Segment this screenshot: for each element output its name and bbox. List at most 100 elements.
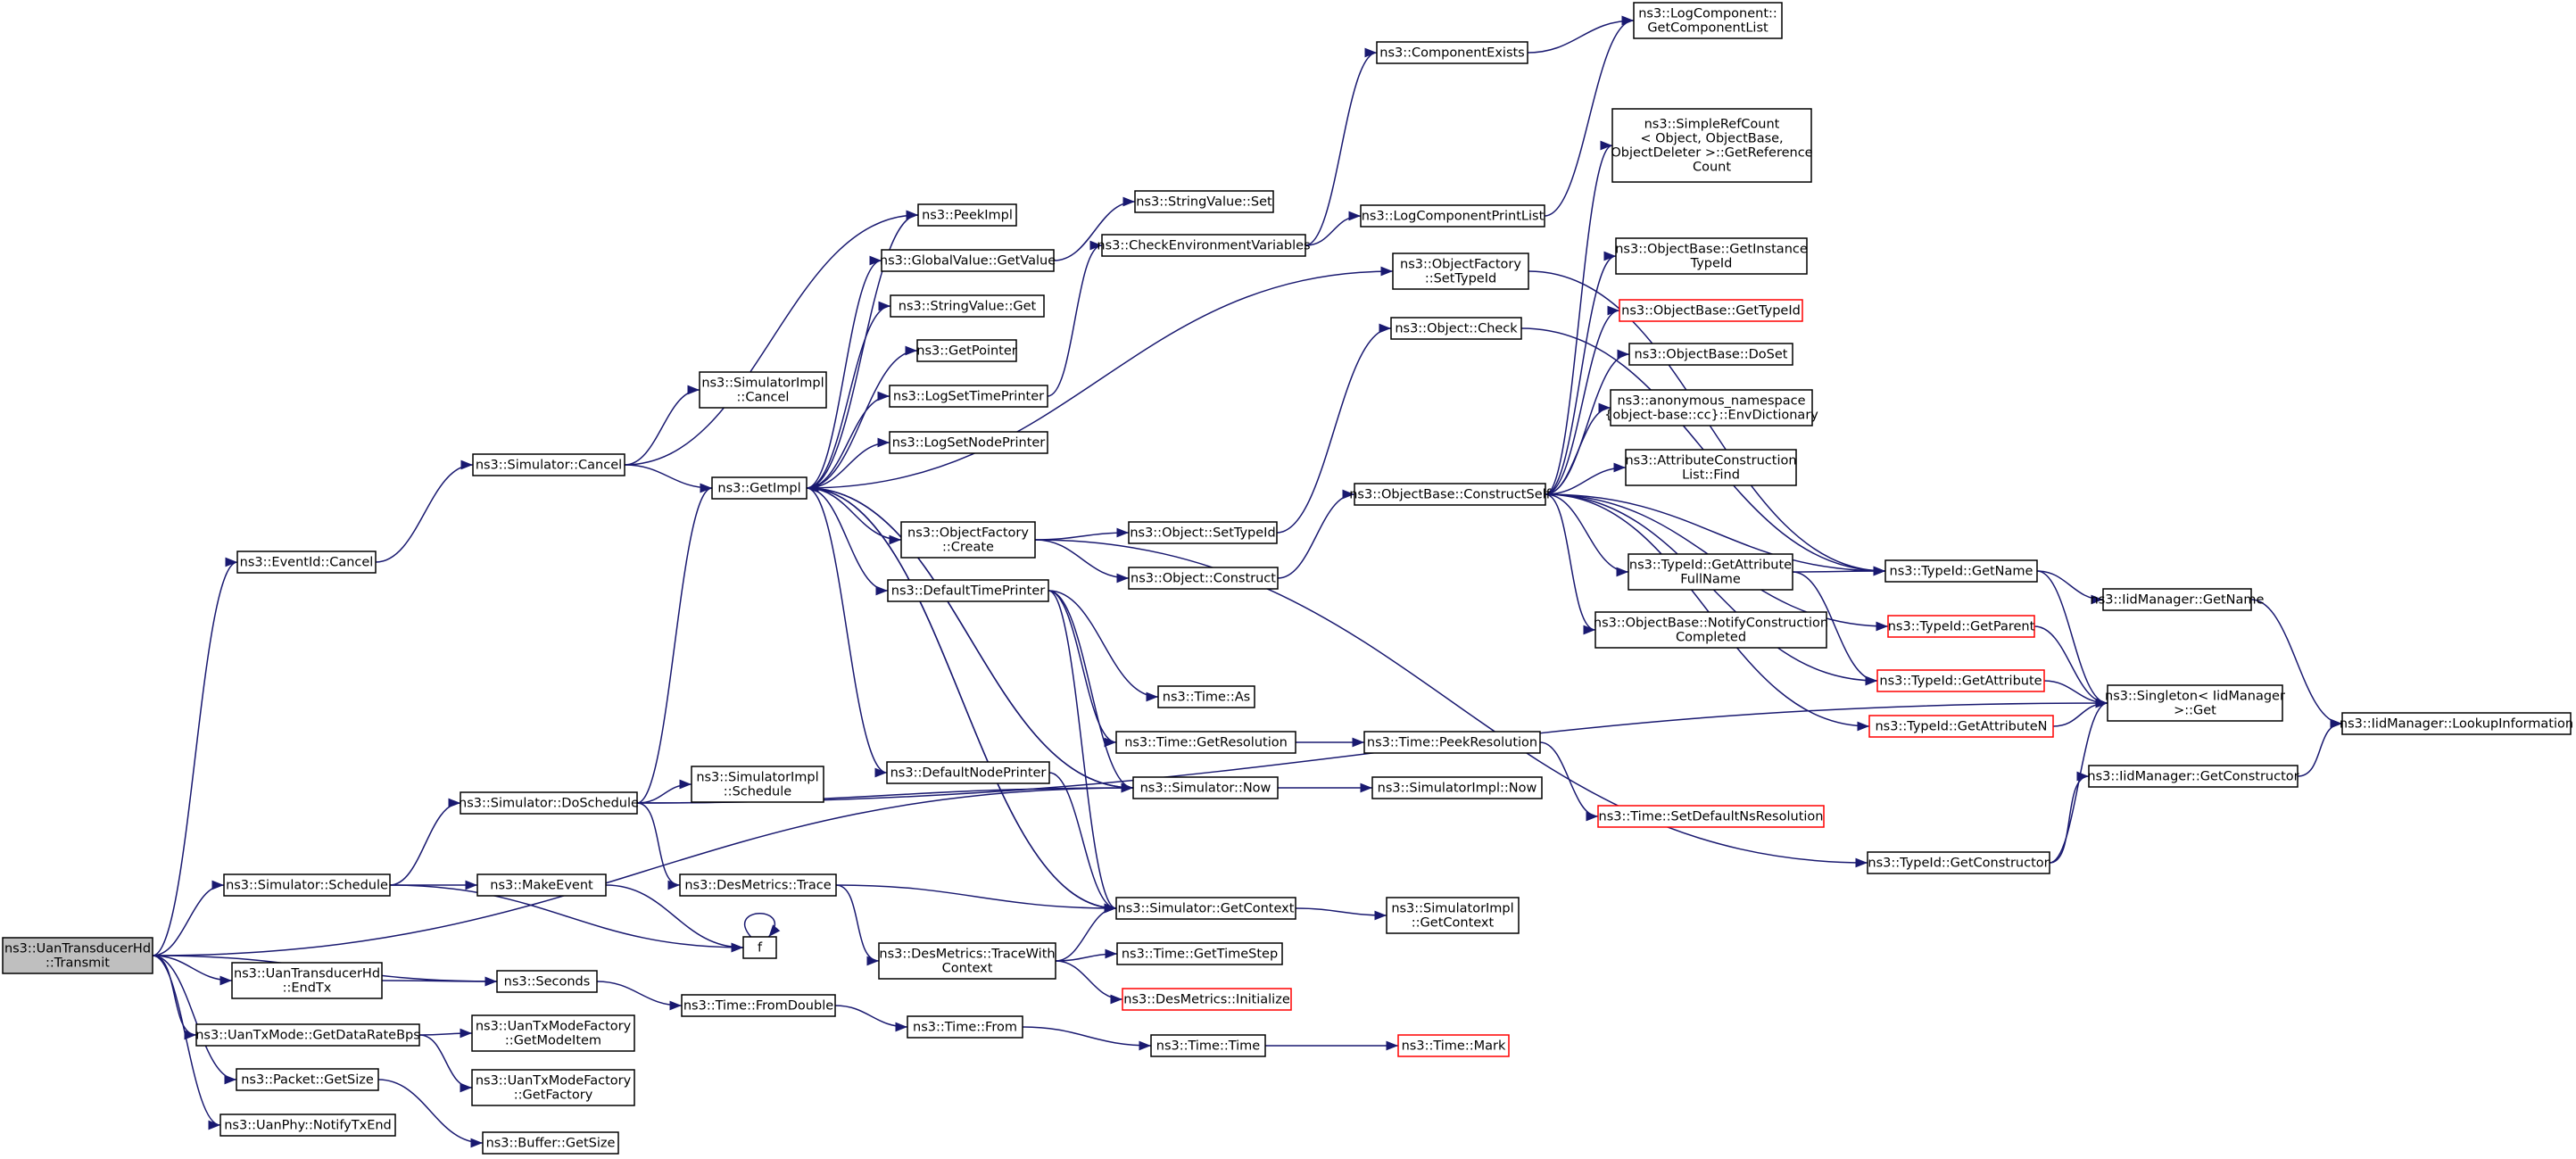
call-edge-simnow-to-getimpl <box>806 483 1134 789</box>
function-node-timegettimestep[interactable]: ns3::Time::GetTimeStep <box>1116 942 1283 965</box>
function-node-simimplschedule[interactable]: ns3::SimulatorImpl::Schedule <box>691 766 824 803</box>
call-edge-transmit-to-notifytxend <box>152 955 221 1130</box>
function-node-endtx[interactable]: ns3::UanTransducerHd::EndTx <box>231 962 383 999</box>
function-node-obdoset[interactable]: ns3::ObjectBase::DoSet <box>1628 343 1793 366</box>
function-node-simimplcancel[interactable]: ns3::SimulatorImpl::Cancel <box>699 371 827 409</box>
node-label: ns3::SimulatorImpl::Now <box>1378 782 1537 796</box>
function-node-checkenv[interactable]: ns3::CheckEnvironmentVariables <box>1097 234 1311 257</box>
node-label: ns3::UanTransducerHd <box>4 942 151 956</box>
function-node-simimplnow[interactable]: ns3::SimulatorImpl::Now <box>1371 776 1543 799</box>
function-node-simdoschedule[interactable]: ns3::Simulator::DoSchedule <box>459 791 639 815</box>
function-node-buffergetsize[interactable]: ns3::Buffer::GetSize <box>482 1131 619 1155</box>
function-node-obnotify[interactable]: ns3::ObjectBase::NotifyConstructionCompl… <box>1594 611 1828 649</box>
function-node-svget[interactable]: ns3::StringValue::Get <box>890 294 1045 318</box>
function-node-timeas[interactable]: ns3::Time::As <box>1157 685 1255 708</box>
function-node-simplerefcount[interactable]: ns3::SimpleRefCount< Object, ObjectBase,… <box>1611 108 1813 183</box>
node-box <box>1390 317 1522 340</box>
function-node-gvgetvalue[interactable]: ns3::GlobalValue::GetValue <box>880 249 1056 272</box>
call-edge-tidgetname-to-iidgetname <box>2036 570 2104 605</box>
function-node-packetgetsize[interactable]: ns3::Packet::GetSize <box>236 1068 379 1091</box>
function-node-timepeekres[interactable]: ns3::Time::PeekResolution <box>1363 731 1541 754</box>
function-node-tidgetparent[interactable]: ns3::TypeId::GetParent <box>1887 615 2035 638</box>
function-node-tidgetconstructor[interactable]: ns3::TypeId::GetConstructor <box>1867 851 2050 874</box>
node-box <box>2107 684 2283 722</box>
function-node-tidgetname[interactable]: ns3::TypeId::GetName <box>1884 559 2038 583</box>
function-node-objconstruct[interactable]: ns3::Object::Construct <box>1128 567 1279 590</box>
function-node-deftime[interactable]: ns3::DefaultTimePrinter <box>887 579 1049 602</box>
function-node-desmetricstrace[interactable]: ns3::DesMetrics::Trace <box>679 873 837 897</box>
node-box <box>1116 942 1283 965</box>
node-label: ::Schedule <box>724 785 791 799</box>
function-node-getcomplist[interactable]: ns3::LogComponent::GetComponentList <box>1633 2 1783 39</box>
function-node-timemark[interactable]: ns3::Time::Mark <box>1397 1034 1510 1057</box>
function-node-getimpl[interactable]: ns3::GetImpl <box>711 476 808 500</box>
node-box <box>1610 389 1813 426</box>
function-node-objsettypeid[interactable]: ns3::Object::SetTypeId <box>1128 521 1278 544</box>
node-box <box>1128 521 1278 544</box>
function-node-singleton[interactable]: ns3::Singleton< IidManager>::Get <box>2105 684 2285 722</box>
call-edge-obconstructself-to-tidgetattrfull <box>1545 493 1629 577</box>
function-node-simcancel[interactable]: ns3::Simulator::Cancel <box>472 453 625 476</box>
function-node-f[interactable]: f <box>742 936 777 959</box>
function-node-timesetdef[interactable]: ns3::Time::SetDefaultNsResolution <box>1597 805 1825 828</box>
call-edge-tidgetattrfull-to-tidgetattr <box>1792 571 1878 686</box>
node-box <box>2088 765 2299 788</box>
function-node-timefromdouble[interactable]: ns3::Time::FromDouble <box>681 994 836 1017</box>
node-box <box>1615 237 1808 275</box>
node-label: Context <box>942 962 993 976</box>
function-node-transmit[interactable]: ns3::UanTransducerHd::Transmit <box>2 937 153 974</box>
function-node-getfactory[interactable]: ns3::UanTxModeFactory::GetFactory <box>471 1069 635 1106</box>
function-node-timegetres[interactable]: ns3::Time::GetResolution <box>1115 731 1296 754</box>
function-node-getmodeitem[interactable]: ns3::UanTxModeFactory::GetModeItem <box>471 1014 635 1052</box>
function-node-lookup[interactable]: ns3::IidManager::LookupInformation <box>2340 712 2573 735</box>
function-node-simnow[interactable]: ns3::Simulator::Now <box>1132 776 1279 799</box>
function-node-tidgetattrn[interactable]: ns3::TypeId::GetAttributeN <box>1868 715 2054 738</box>
function-node-getdatarate[interactable]: ns3::UanTxMode::GetDataRateBps <box>195 1023 420 1047</box>
node-box <box>1376 41 1528 64</box>
edges-layer <box>152 15 2343 1148</box>
node-label: FullName <box>1680 573 1741 587</box>
function-node-obconstructself[interactable]: ns3::ObjectBase::ConstructSelf <box>1349 483 1552 506</box>
function-node-ofsettypeid[interactable]: ns3::ObjectFactory::SetTypeId <box>1392 252 1529 290</box>
node-label: ns3::SimpleRefCount <box>1644 118 1780 132</box>
function-node-desmetricsinit[interactable]: ns3::DesMetrics::Initialize <box>1122 988 1292 1011</box>
function-node-simschedule[interactable]: ns3::Simulator::Schedule <box>223 873 391 897</box>
function-node-defnode[interactable]: ns3::DefaultNodePrinter <box>886 761 1050 784</box>
call-edge-transmit-to-simschedule <box>152 880 225 956</box>
call-edge-tidgetname-to-singleton <box>2036 570 2108 708</box>
node-box <box>236 551 377 574</box>
function-node-obgettypeid[interactable]: ns3::ObjectBase::GetTypeId <box>1619 299 1803 322</box>
function-node-eventcancel[interactable]: ns3::EventId::Cancel <box>236 551 377 574</box>
function-node-notifytxend[interactable]: ns3::UanPhy::NotifyTxEnd <box>219 1113 396 1137</box>
function-node-iidgetconstructor[interactable]: ns3::IidManager::GetConstructor <box>2087 765 2299 788</box>
function-node-timetime[interactable]: ns3::Time::Time <box>1150 1034 1266 1057</box>
function-node-simimplgetcontext[interactable]: ns3::SimulatorImpl::GetContext <box>1386 897 1520 934</box>
function-node-logsettime[interactable]: ns3::LogSetTimePrinter <box>889 385 1048 408</box>
function-node-envdict[interactable]: ns3::anonymous_namespace{object-base::cc… <box>1604 389 1818 426</box>
call-edge-defnode-to-simgetcontext <box>1048 772 1117 914</box>
function-node-timefrom[interactable]: ns3::Time::From <box>907 1015 1023 1039</box>
function-node-seconds[interactable]: ns3::Seconds <box>496 970 598 993</box>
function-node-tidgetattr[interactable]: ns3::TypeId::GetAttribute <box>1876 669 2045 692</box>
function-node-logcompprint[interactable]: ns3::LogComponentPrintList <box>1360 204 1545 228</box>
call-edge-simdoschedule-to-getimpl <box>636 483 713 804</box>
function-node-makeevent[interactable]: ns3::MakeEvent <box>476 873 607 897</box>
function-node-objcheck[interactable]: ns3::Object::Check <box>1390 317 1522 340</box>
function-node-peekimpl[interactable]: ns3::PeekImpl <box>917 203 1017 227</box>
node-box <box>1867 851 2050 874</box>
node-label: ns3::SimulatorImpl <box>1391 902 1513 916</box>
function-node-getpointer[interactable]: ns3::GetPointer <box>916 339 1017 362</box>
function-node-simgetcontext[interactable]: ns3::Simulator::GetContext <box>1115 897 1296 920</box>
node-box <box>460 791 638 815</box>
function-node-iidgetname[interactable]: ns3::IidManager::GetName <box>2091 588 2265 611</box>
function-node-compexists[interactable]: ns3::ComponentExists <box>1376 41 1528 64</box>
function-node-logsetnode[interactable]: ns3::LogSetNodePrinter <box>889 431 1048 454</box>
function-node-svset[interactable]: ns3::StringValue::Set <box>1134 190 1274 213</box>
node-label: ns3::Simulator::GetContext <box>1118 902 1295 916</box>
function-node-ofcreate[interactable]: ns3::ObjectFactory::Create <box>900 521 1036 559</box>
